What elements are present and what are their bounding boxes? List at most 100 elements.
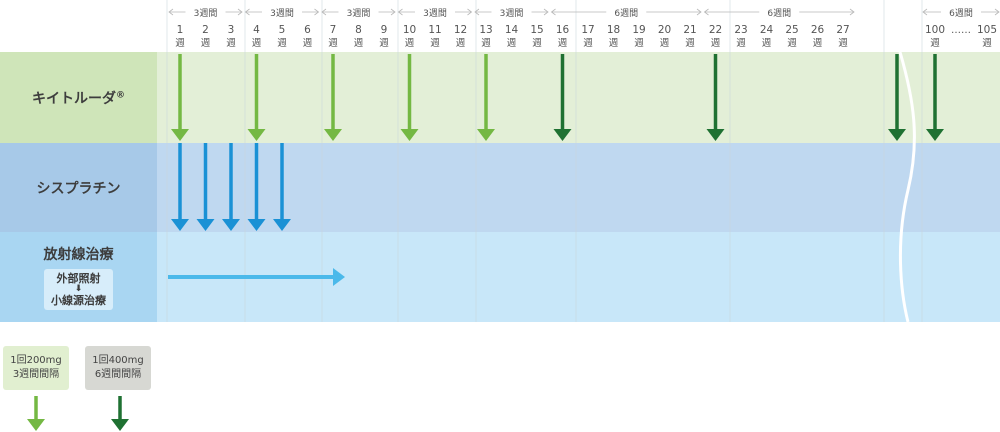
week-number-3: 3 bbox=[228, 24, 235, 36]
keytruda-400mg-arrow-week-16 bbox=[553, 54, 572, 141]
week-unit-20: 週 bbox=[660, 37, 670, 49]
cisplatin-arrow-week-4 bbox=[247, 143, 266, 231]
week-number-12: 12 bbox=[454, 24, 467, 36]
week-number-100: 100 bbox=[925, 24, 945, 36]
week-number-23: 23 bbox=[734, 24, 747, 36]
week-unit-14: 週 bbox=[507, 37, 517, 49]
cisplatin-label-text: シスプラチン bbox=[36, 180, 121, 197]
header-label-bg-2 bbox=[338, 5, 379, 19]
external-beam-label: 外部照射 bbox=[56, 272, 101, 285]
week-unit-15: 週 bbox=[532, 37, 542, 49]
keytruda-200mg-arrow-week-4 bbox=[247, 54, 266, 141]
legend-200mg-arrow-head bbox=[27, 419, 45, 431]
week-number-26: 26 bbox=[811, 24, 825, 36]
week-number-21: 21 bbox=[683, 24, 696, 36]
week-number-9: 9 bbox=[381, 24, 388, 36]
cisplatin-arrow-week-3-head bbox=[222, 219, 240, 231]
week-unit-11: 週 bbox=[430, 37, 440, 49]
week-number-8: 8 bbox=[355, 24, 362, 36]
legend-400mg-arrow bbox=[111, 396, 129, 431]
header-bracket-right-tip-1 bbox=[314, 8, 320, 16]
week-number-15: 15 bbox=[530, 24, 543, 36]
week-number-4: 4 bbox=[253, 24, 260, 36]
week-number-6: 6 bbox=[304, 24, 311, 36]
week-number-17: 17 bbox=[581, 24, 594, 36]
week-number-2: 2 bbox=[202, 24, 209, 36]
week-unit-1: 週 bbox=[175, 37, 185, 49]
cisplatin-arrow-week-1 bbox=[171, 143, 189, 231]
legend-200mg-interval: 3週間間隔 bbox=[12, 369, 60, 380]
week-unit-10: 週 bbox=[405, 37, 415, 49]
header-group-label-2: 3週間 bbox=[347, 8, 371, 19]
cisplatin-row-band bbox=[157, 143, 1000, 232]
keytruda-label-text: キイトルーダ bbox=[32, 90, 116, 107]
keytruda-200mg-arrow-week-10-head bbox=[400, 129, 419, 141]
keytruda-row-band bbox=[157, 52, 1000, 143]
keytruda-400mg-arrow-week-100 bbox=[926, 54, 944, 141]
legend-200mg-dose: 1回200mg bbox=[10, 355, 62, 366]
week-number-13: 13 bbox=[479, 24, 492, 36]
week-unit-24: 週 bbox=[762, 37, 772, 49]
keytruda-400mg-arrow-week-after-27-head bbox=[888, 129, 906, 141]
week-unit-21: 週 bbox=[685, 37, 695, 49]
week-unit-16: 週 bbox=[558, 37, 568, 49]
header-group-label-3: 3週間 bbox=[423, 8, 447, 19]
header-group-label-4: 3週間 bbox=[500, 8, 524, 19]
week-unit-105: 週 bbox=[982, 37, 992, 49]
week-unit-22: 週 bbox=[711, 37, 721, 49]
week-unit-25: 週 bbox=[787, 37, 797, 49]
legend-200mg-box: 1回200mg 3週間間隔 bbox=[3, 346, 69, 390]
week-unit-17: 週 bbox=[583, 37, 593, 49]
week-unit-3: 週 bbox=[226, 37, 236, 49]
keytruda-400mg-arrow-week-16-head bbox=[553, 129, 572, 141]
week-number-27: 27 bbox=[836, 24, 849, 36]
week-unit-4: 週 bbox=[252, 37, 262, 49]
keytruda-200mg-arrow-week-10 bbox=[400, 54, 419, 141]
week-number-105: 105 bbox=[977, 24, 997, 36]
header-bracket-left-tip-1 bbox=[244, 8, 250, 16]
header-group-label-6: 6週間 bbox=[767, 8, 791, 19]
header-bracket-left-tip-4 bbox=[474, 8, 480, 16]
week-number-7: 7 bbox=[330, 24, 337, 36]
brachytherapy-label: 小線源治療 bbox=[51, 294, 106, 307]
header-bracket-right-tip-2 bbox=[390, 8, 396, 16]
keytruda-200mg-arrow-week-1 bbox=[171, 54, 189, 141]
week-unit-27: 週 bbox=[838, 37, 848, 49]
header-group-label-1: 3週間 bbox=[270, 8, 294, 19]
week-unit-23: 週 bbox=[736, 37, 746, 49]
week-unit-19: 週 bbox=[634, 37, 644, 49]
radiation-arrow-head bbox=[333, 268, 345, 286]
keytruda-200mg-arrow-week-13 bbox=[477, 54, 495, 141]
week-unit-100: 週 bbox=[930, 37, 940, 49]
cisplatin-arrow-week-5-head bbox=[273, 219, 291, 231]
week-number-5: 5 bbox=[279, 24, 286, 36]
week-unit-2: 週 bbox=[201, 37, 211, 49]
week-unit-6: 週 bbox=[303, 37, 313, 49]
week-number-11: 11 bbox=[428, 24, 441, 36]
week-number-16: 16 bbox=[556, 24, 570, 36]
week-number-19: 19 bbox=[632, 24, 645, 36]
header-bracket-left-tip-7 bbox=[922, 8, 928, 16]
week-unit-12: 週 bbox=[456, 37, 466, 49]
header-group-label-7: 6週間 bbox=[949, 8, 973, 19]
week-number-22: 22 bbox=[709, 24, 722, 36]
week-unit-13: 週 bbox=[481, 37, 491, 49]
week-number-24: 24 bbox=[760, 24, 774, 36]
legend-400mg-interval: 6週間間隔 bbox=[94, 369, 142, 380]
keytruda-200mg-arrow-week-4-head bbox=[247, 129, 266, 141]
cisplatin-arrow-week-4-head bbox=[247, 219, 266, 231]
cisplatin-arrow-week-2 bbox=[196, 143, 215, 231]
header-bracket-right-tip-0 bbox=[237, 8, 243, 16]
header-bracket-right-tip-6 bbox=[849, 8, 855, 16]
row-label-radiation: 放射線治療 外部照射 ⬇ 小線源治療 bbox=[0, 232, 157, 322]
week-number-25: 25 bbox=[785, 24, 798, 36]
keytruda-200mg-arrow-week-13-head bbox=[477, 129, 495, 141]
header-label-bg-1 bbox=[262, 5, 302, 19]
week-ellipsis: …… bbox=[951, 25, 971, 36]
header-bracket-left-tip-2 bbox=[321, 8, 327, 16]
row-label-cisplatin: シスプラチン bbox=[0, 143, 157, 232]
week-number-1: 1 bbox=[177, 24, 184, 36]
keytruda-400mg-arrow-week-22 bbox=[706, 54, 725, 141]
keytruda-200mg-arrow-week-1-head bbox=[171, 129, 189, 141]
